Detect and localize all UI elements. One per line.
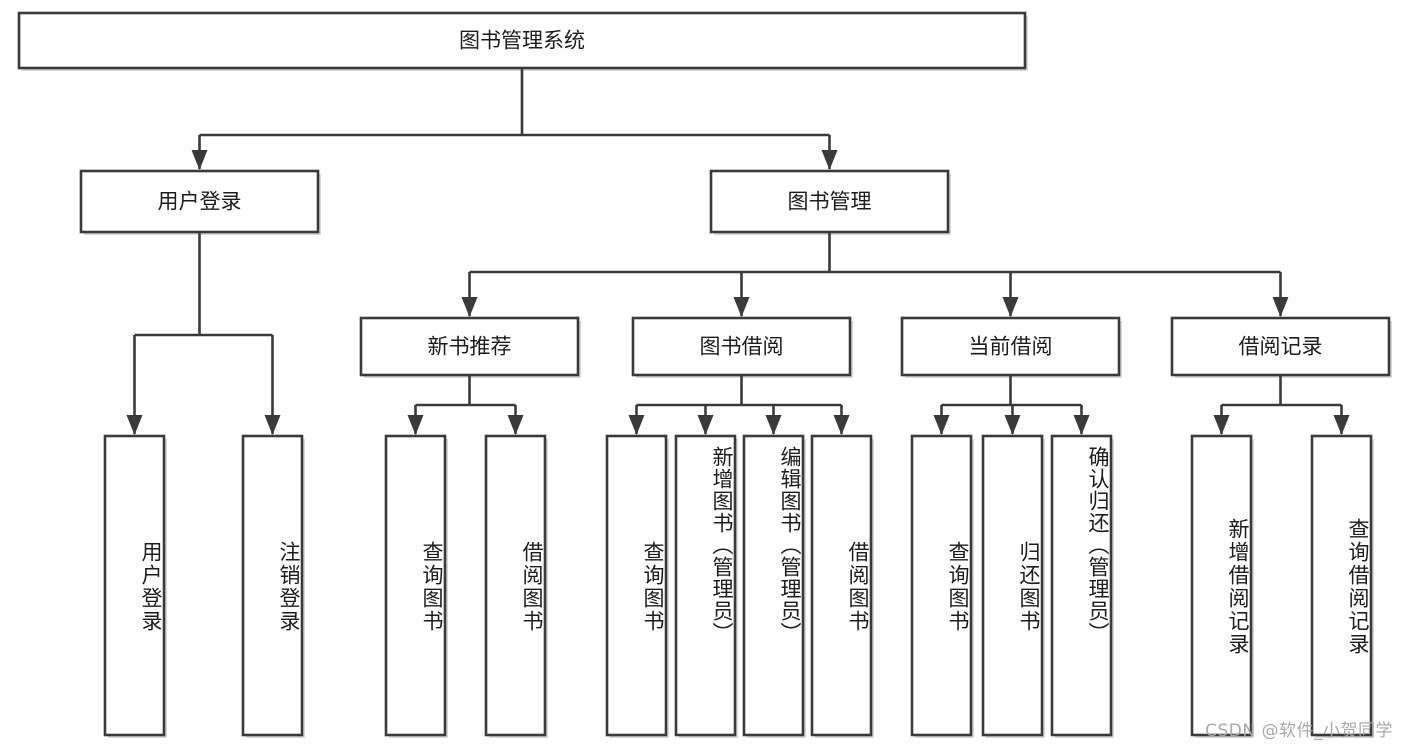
node-leaf-8[interactable]	[910, 434, 973, 737]
node-leaf-3[interactable]	[484, 434, 547, 737]
arrowhead-icon	[507, 415, 524, 435]
arrowhead-icon	[264, 415, 281, 435]
node-boxes	[17, 11, 1391, 737]
node-leaf-12[interactable]	[1310, 434, 1373, 737]
arrowhead-icon	[191, 150, 208, 170]
arrowhead-icon	[1333, 415, 1350, 435]
arrowhead-icon	[628, 415, 645, 435]
arrowhead-icon	[407, 415, 424, 435]
node-leaf-0[interactable]	[103, 434, 166, 737]
node-level2-1[interactable]	[709, 169, 950, 234]
node-leaf-1[interactable]	[241, 434, 304, 737]
node-level3-label-3: 借阅记录	[1239, 335, 1323, 359]
arrowhead-icon	[1213, 415, 1230, 435]
node-level3-1[interactable]	[631, 316, 852, 377]
node-root[interactable]	[17, 11, 1027, 70]
arrowhead-icon	[933, 415, 950, 435]
arrowhead-icon	[1272, 297, 1289, 317]
node-leaf-10[interactable]	[1050, 434, 1113, 737]
arrowhead-icon	[1073, 415, 1090, 435]
arrowhead-icon	[765, 415, 782, 435]
node-leaf-2[interactable]	[384, 434, 447, 737]
node-leaf-11[interactable]	[1190, 434, 1253, 737]
node-leaf-9[interactable]	[981, 434, 1044, 737]
arrowhead-icon	[1004, 415, 1021, 435]
node-leaf-7[interactable]	[810, 434, 873, 737]
arrowhead-icon	[733, 297, 750, 317]
node-level3-label-0: 新书推荐	[428, 335, 512, 359]
node-level2-0[interactable]	[79, 169, 320, 234]
node-leaf-4[interactable]	[605, 434, 668, 737]
watermark-text: CSDN @软件_小贺同学	[1205, 721, 1393, 741]
node-level3-2[interactable]	[900, 316, 1121, 377]
connector-lines	[126, 68, 1350, 435]
arrowhead-icon	[833, 415, 850, 435]
node-level3-label-2: 当前借阅	[969, 335, 1053, 359]
arrowhead-icon	[461, 297, 478, 317]
node-root-label: 图书管理系统	[459, 29, 585, 53]
node-level3-0[interactable]	[359, 316, 580, 377]
node-level3-label-1: 图书借阅	[700, 335, 784, 359]
arrowhead-icon	[1002, 297, 1019, 317]
node-leaf-6[interactable]	[742, 434, 805, 737]
node-level2-label-0: 用户登录	[158, 190, 242, 214]
node-level3-3[interactable]	[1170, 316, 1391, 377]
arrowhead-icon	[821, 150, 838, 170]
arrowhead-icon	[126, 415, 143, 435]
arrowhead-icon	[697, 415, 714, 435]
node-level2-label-1: 图书管理	[788, 190, 872, 214]
node-leaf-5[interactable]	[674, 434, 737, 737]
